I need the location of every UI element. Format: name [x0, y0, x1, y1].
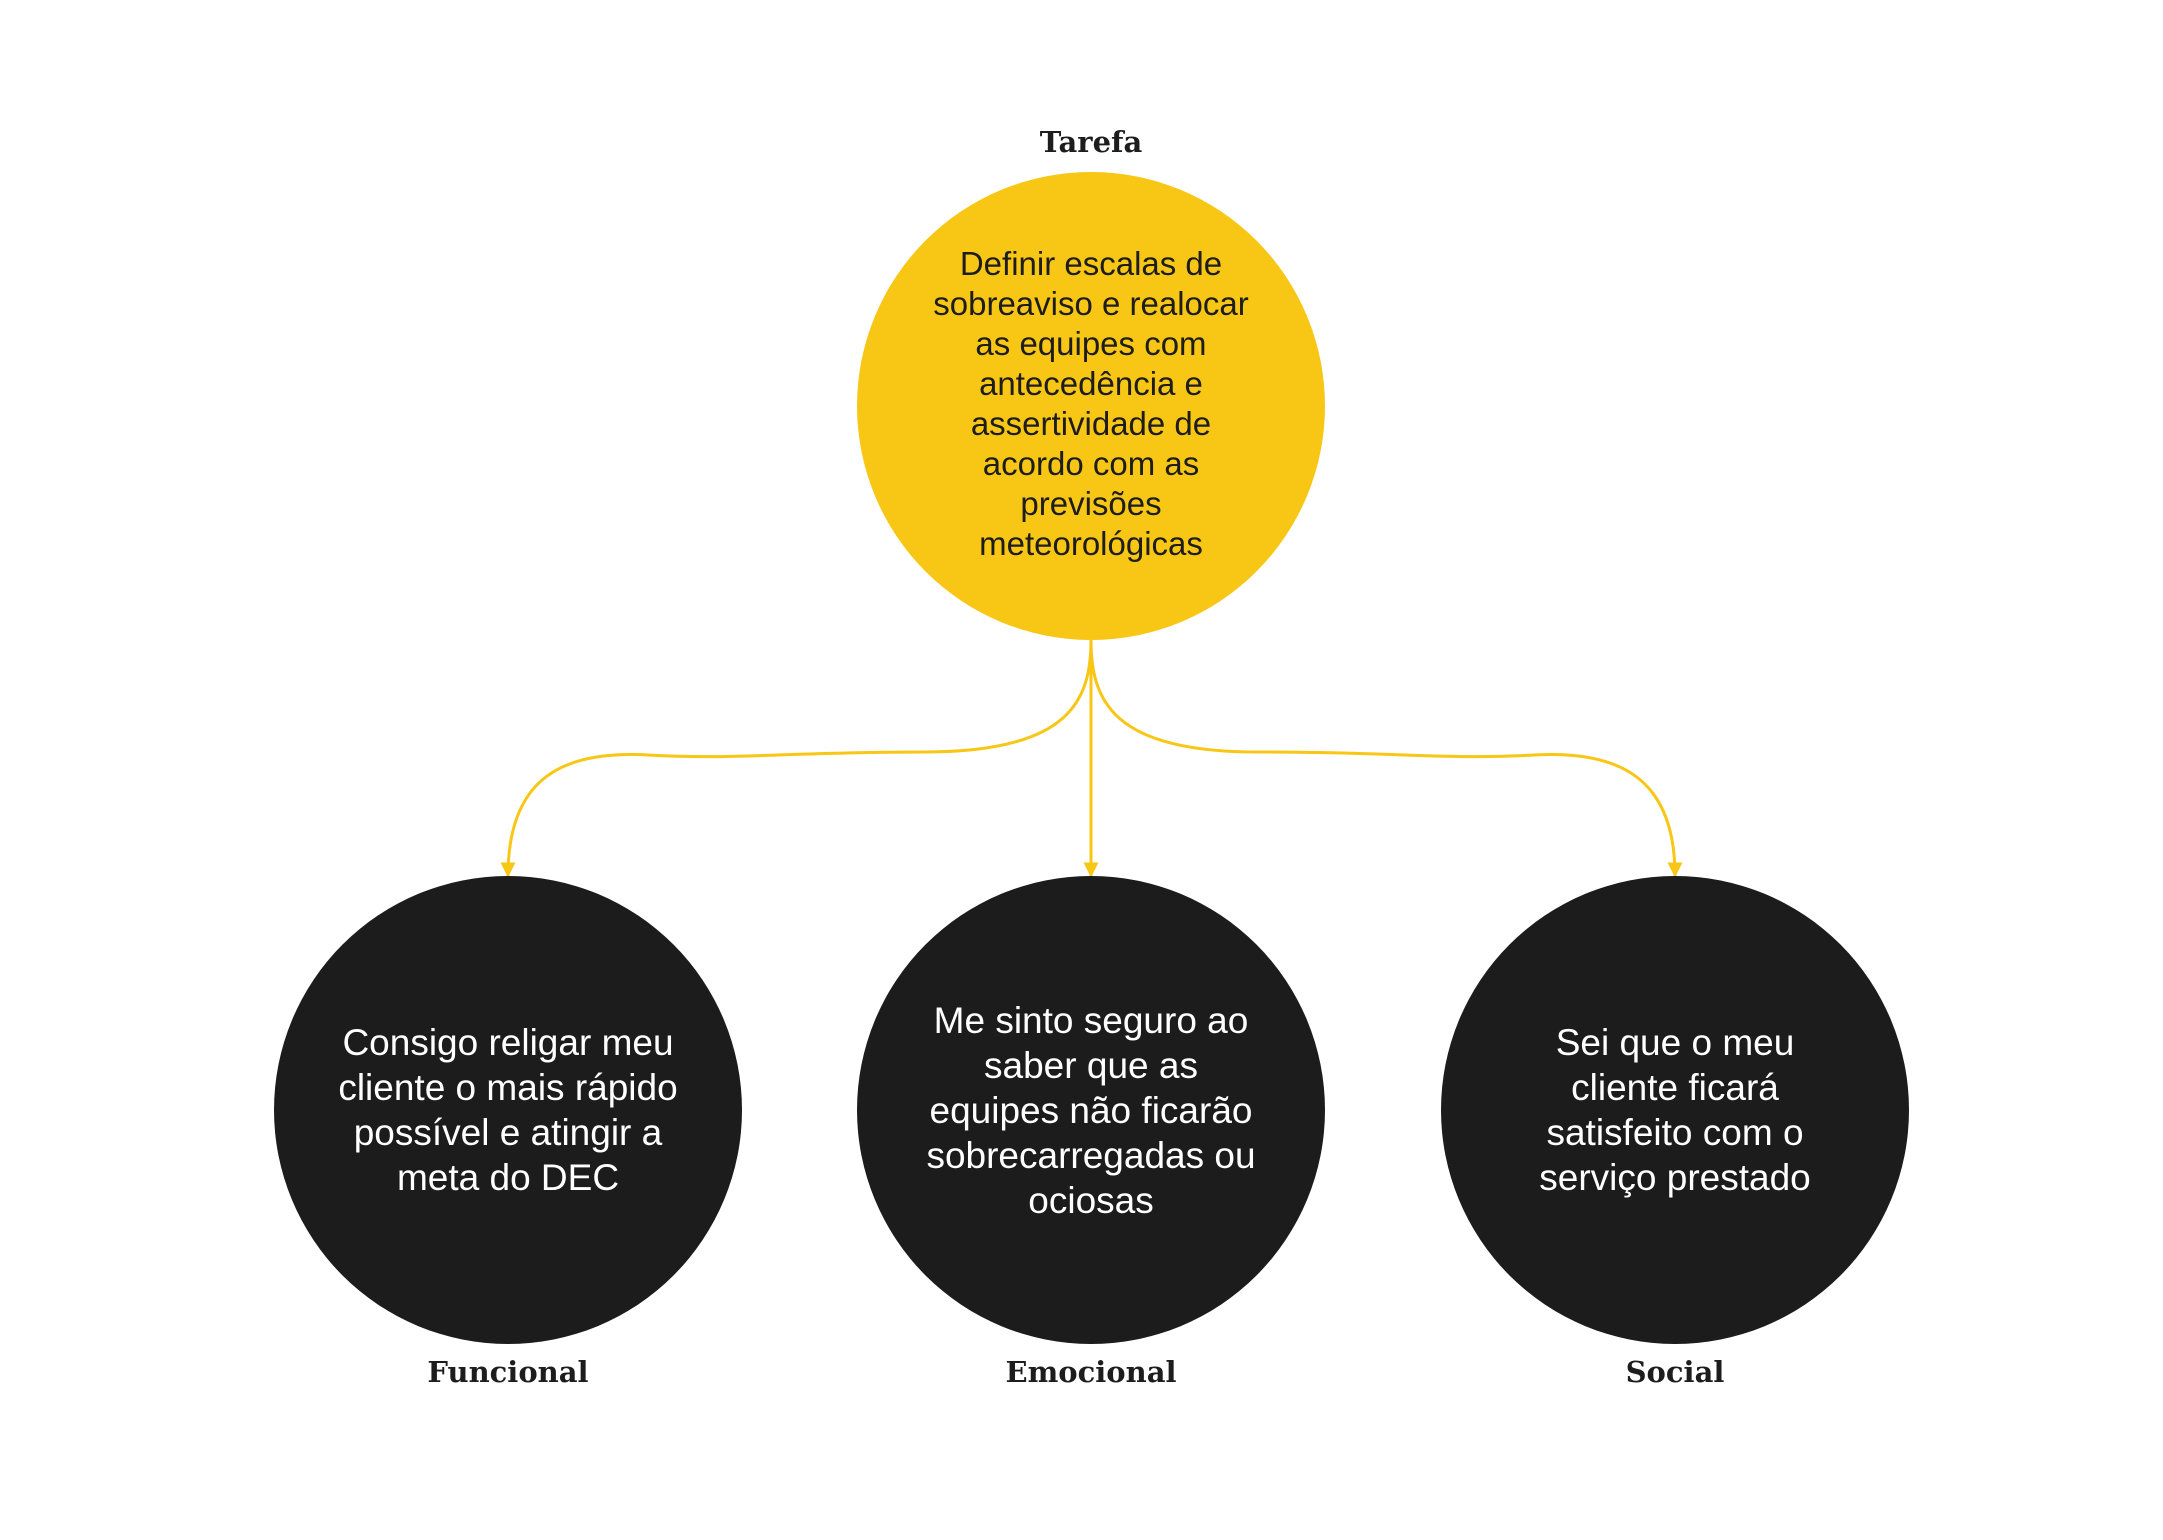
dimension-circle-social: Sei que o meu cliente ficará satisfeito …: [1441, 876, 1909, 1344]
dimension-text-social: Sei que o meu cliente ficará satisfeito …: [1539, 1022, 1811, 1198]
connector-arrow-funcional: [500, 639, 1093, 878]
task-text: Definir escalas de sobreaviso e realocar…: [933, 245, 1249, 562]
dimension-text-emocional: Me sinto seguro ao saber que as equipes …: [926, 999, 1256, 1221]
connector-arrow-social: [1089, 639, 1683, 878]
task-label: Tarefa: [1039, 125, 1143, 159]
dimension-circle-emocional: Me sinto seguro ao saber que as equipes …: [857, 876, 1325, 1344]
dimension-label-social: Social: [1625, 1355, 1725, 1389]
task-circle: Definir escalas de sobreaviso e realocar…: [857, 172, 1325, 640]
dimension-text-funcional: Consigo religar meu cliente o mais rápid…: [338, 1022, 678, 1198]
dimension-label-emocional: Emocional: [1005, 1355, 1177, 1389]
dimension-label-funcional: Funcional: [427, 1355, 589, 1389]
dimension-circle-funcional: Consigo religar meu cliente o mais rápid…: [274, 876, 742, 1344]
